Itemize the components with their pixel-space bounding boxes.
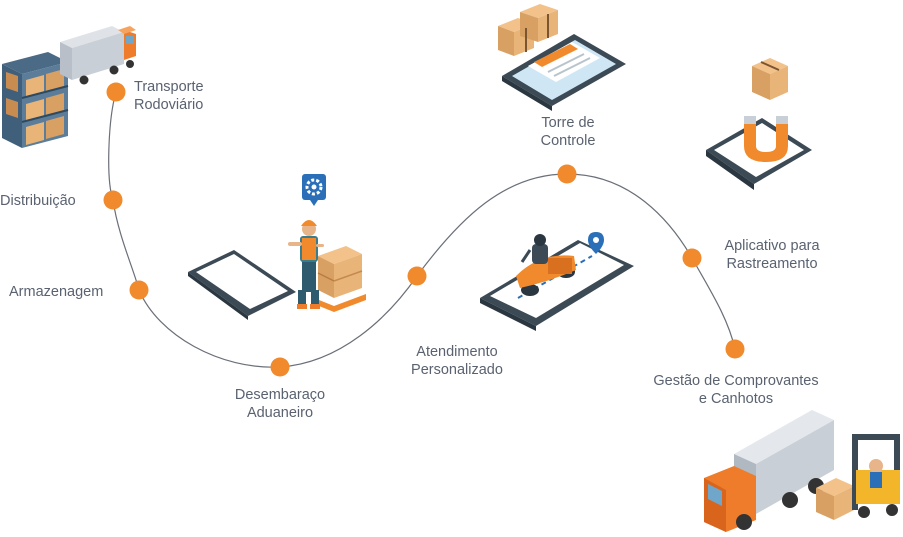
step-label-line: Distribuição (0, 193, 76, 209)
step-label-line: Torre de (541, 115, 595, 131)
step-node (682, 248, 702, 268)
step-label-torre: Torre de Controle (516, 114, 620, 150)
delivery-phone-illustration (480, 232, 634, 331)
step-label-line: Armazenagem (9, 284, 104, 300)
step-label-transporte: Transporte Rodoviário (134, 78, 204, 114)
customs-worker-illustration (188, 174, 366, 320)
step-label-line: Gestão de Comprovantes (653, 373, 819, 389)
control-tablet-illustration (498, 4, 626, 111)
step-label-atendimento: Atendimento Personalizado (394, 343, 520, 379)
step-label-line: Rastreamento (726, 256, 818, 272)
step-label-line: Rodoviário (134, 97, 204, 113)
magnet-phone-illustration (706, 58, 812, 190)
step-label-line: Personalizado (411, 362, 503, 378)
journey-path (108, 91, 736, 368)
step-label-aplicativo: Aplicativo para Rastreamento (706, 237, 838, 273)
step-node (557, 164, 577, 184)
step-label-line: e Canhotos (698, 391, 774, 407)
step-node (106, 82, 126, 102)
step-label-armazenagem: Armazenagem (9, 283, 103, 301)
step-node (129, 280, 149, 300)
step-node (270, 357, 290, 377)
step-label-gestao: Gestão de Comprovantes e Canhotos (636, 372, 836, 408)
step-label-line: Atendimento (416, 344, 498, 360)
step-label-distribuicao: Distribuição (0, 192, 76, 210)
step-label-line: Aplicativo para (724, 238, 820, 254)
truck-forklift-illustration (704, 410, 900, 532)
step-label-line: Transporte (134, 79, 204, 95)
step-node (407, 266, 427, 286)
step-node (725, 339, 745, 359)
step-label-line: Controle (540, 133, 596, 149)
step-label-desembaraco: Desembaraço Aduaneiro (220, 386, 340, 422)
step-label-line: Aduaneiro (246, 405, 314, 421)
warehouse-truck-illustration (2, 26, 136, 148)
step-label-line: Desembaraço (234, 387, 326, 403)
step-node (103, 190, 123, 210)
